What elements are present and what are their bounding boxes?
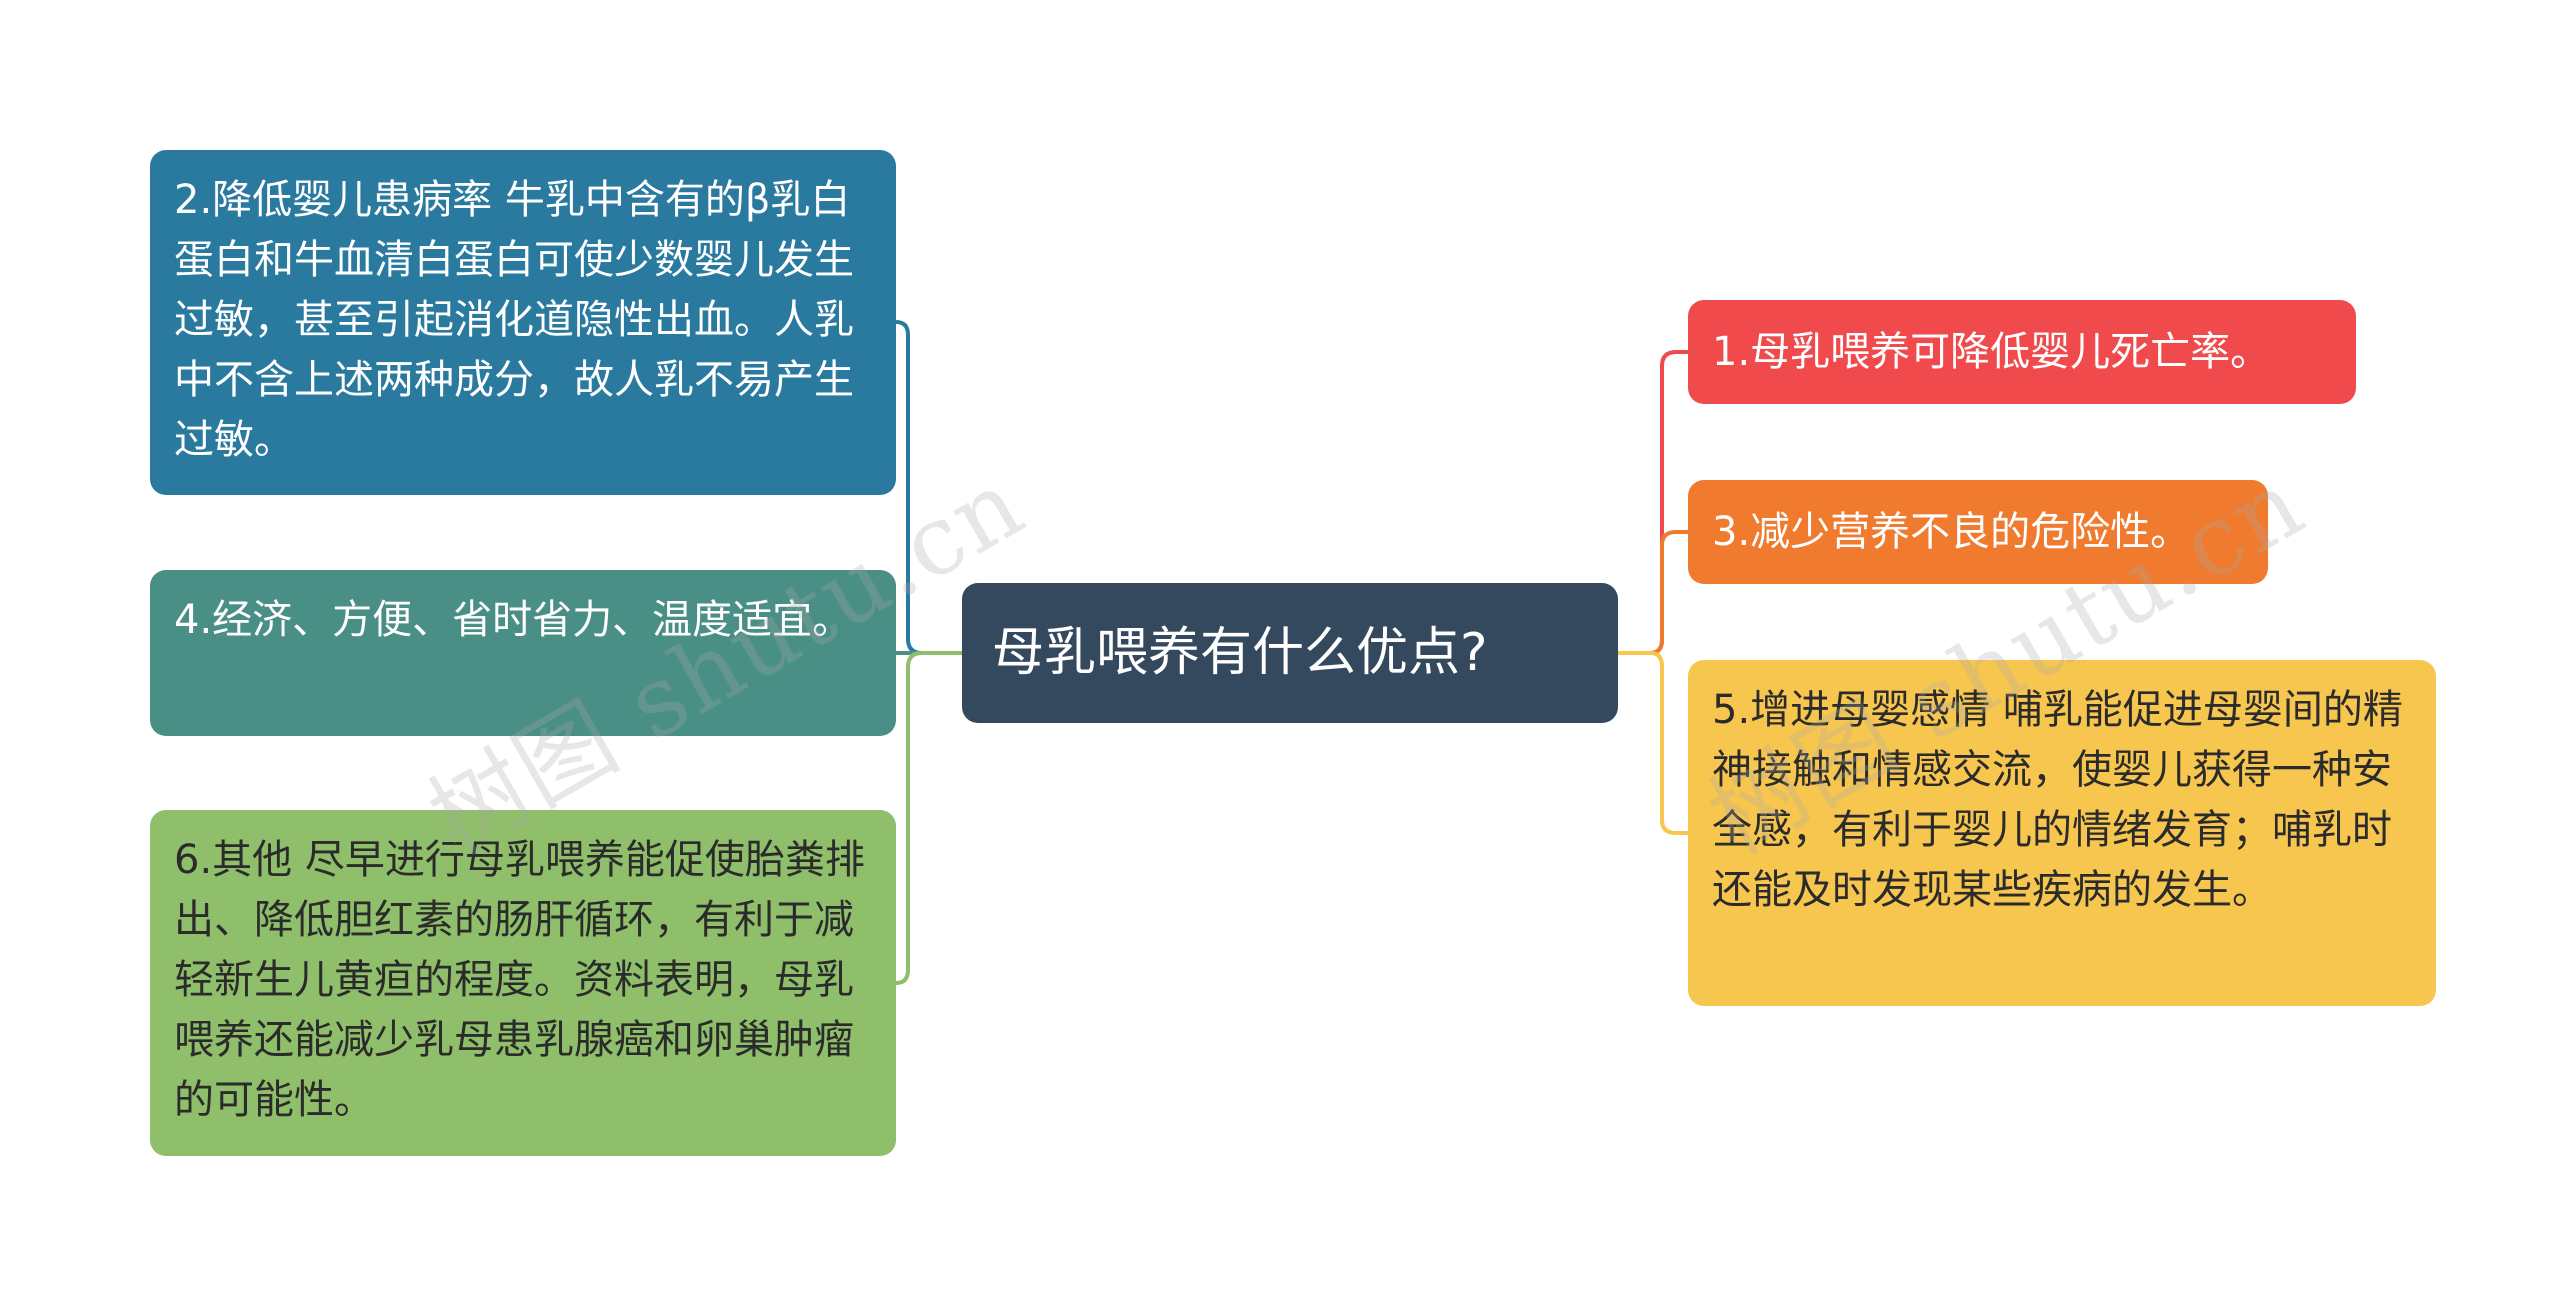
branch-node-2[interactable]: 2.降低婴儿患病率 牛乳中含有的β乳白蛋白和牛血清白蛋白可使少数婴儿发生过敏，甚… <box>150 150 896 495</box>
branch-node-5-text: 5.增进母婴感情 哺乳能促进母婴间的精神接触和情感交流，使婴儿获得一种安全感，有… <box>1712 687 2403 913</box>
connector-n2 <box>895 320 962 655</box>
branch-node-4[interactable]: 4.经济、方便、省时省力、温度适宜。 <box>150 570 896 736</box>
branch-node-2-text: 2.降低婴儿患病率 牛乳中含有的β乳白蛋白和牛血清白蛋白可使少数婴儿发生过敏，甚… <box>174 177 854 463</box>
branch-node-1[interactable]: 1.母乳喂养可降低婴儿死亡率。 <box>1688 300 2356 404</box>
branch-node-4-text: 4.经济、方便、省时省力、温度适宜。 <box>174 597 853 643</box>
connector-n5 <box>1618 651 1688 835</box>
branch-node-3[interactable]: 3.减少营养不良的危险性。 <box>1688 480 2268 584</box>
branch-node-5[interactable]: 5.增进母婴感情 哺乳能促进母婴间的精神接触和情感交流，使婴儿获得一种安全感，有… <box>1688 660 2436 1006</box>
branch-node-6[interactable]: 6.其他 尽早进行母乳喂养能促使胎粪排出、降低胆红素的肠肝循环，有利于减轻新生儿… <box>150 810 896 1156</box>
connector-n6 <box>895 651 962 985</box>
branch-node-6-text: 6.其他 尽早进行母乳喂养能促使胎粪排出、降低胆红素的肠肝循环，有利于减轻新生儿… <box>174 837 865 1123</box>
connector-n1 <box>1618 350 1688 655</box>
connector-n3 <box>1618 530 1688 655</box>
branch-node-3-text: 3.减少营养不良的危险性。 <box>1712 509 2191 555</box>
central-topic[interactable]: 母乳喂养有什么优点? <box>962 583 1618 723</box>
central-topic-label: 母乳喂养有什么优点? <box>992 622 1488 683</box>
branch-node-1-text: 1.母乳喂养可降低婴儿死亡率。 <box>1712 329 2271 375</box>
